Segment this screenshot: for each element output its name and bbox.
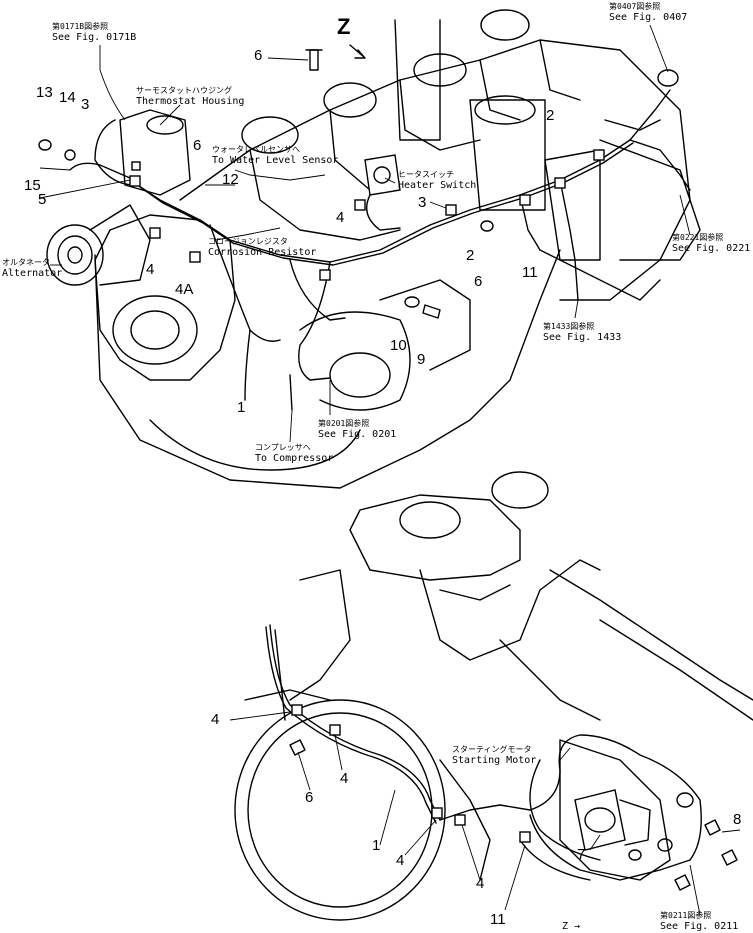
view-arrow (349, 44, 366, 59)
part-number: 4 (336, 209, 345, 226)
compressor-jp: コンプレッサへ (255, 443, 311, 452)
thermostat-housing-jp: サーモスタットハウジング (136, 86, 232, 95)
part-number: 6 (474, 273, 483, 290)
part-number: 13 (36, 84, 53, 101)
ref-0221-en: See Fig. 0221 (672, 243, 751, 254)
view-label-z-bottom: Z → (562, 921, 581, 932)
ref-0211-jp: 第0211図参照 (660, 911, 712, 920)
part-number: 1 (237, 399, 246, 416)
ref-0171b-jp: 第0171B図参照 (52, 22, 109, 31)
upper-leaders (39, 24, 691, 443)
part-number: 5 (38, 191, 47, 208)
corrosion-resistor-en: Corrosion Resistor (208, 247, 317, 258)
part-number: 8 (733, 811, 742, 828)
ref-0171b-en: See Fig. 0171B (52, 32, 137, 43)
ref-0221-jp: 第0221図参照 (672, 233, 724, 242)
lower-leaders (229, 711, 741, 916)
ref-0407-jp: 第0407図参照 (609, 2, 661, 11)
alternator-en: Alternator (2, 268, 63, 279)
part-number: 4 (146, 261, 155, 278)
heater-switch-en: Heater Switch (398, 180, 477, 191)
thermostat-housing-en: Thermostat Housing (136, 96, 245, 107)
ref-0201-jp: 第0201図参照 (318, 419, 370, 428)
part-number: 3 (81, 96, 90, 113)
part-number: 2 (546, 107, 555, 124)
part-number: 4 (396, 852, 405, 869)
part-number: 11 (490, 911, 506, 928)
part-number: 15 (24, 177, 41, 194)
part-number: 4 (211, 711, 220, 728)
ref-1433-jp: 第1433図参照 (543, 322, 595, 331)
part-number: 1 (372, 837, 381, 854)
part-number: 2 (466, 247, 475, 264)
part-number: 3 (418, 194, 427, 211)
view-label-z: Z (337, 14, 351, 39)
part-number: 6 (305, 789, 314, 806)
corrosion-resistor-jp: コロージョンレジスタ (208, 237, 288, 246)
part-number: 4 (340, 770, 349, 787)
starting-motor-jp: スターティングモータ (452, 745, 532, 754)
ref-1433-en: See Fig. 1433 (543, 332, 622, 343)
part-number: 7 (577, 846, 586, 863)
ref-0211-en: See Fig. 0211 (660, 921, 739, 932)
water-level-sensor-en: To Water Level Sensor (212, 155, 339, 166)
ref-0407-en: See Fig. 0407 (609, 12, 688, 23)
ref-0201-en: See Fig. 0201 (318, 429, 397, 440)
part-number: 4A (175, 281, 194, 298)
part-number: 9 (417, 351, 426, 368)
compressor-en: To Compressor (255, 453, 334, 464)
part-number: 6 (193, 137, 202, 154)
part-number: 6 (254, 47, 263, 64)
lower-engine-outline (234, 471, 753, 921)
water-level-sensor-jp: ウォータレベルセンサへ (212, 145, 300, 154)
part-number: 11 (522, 264, 538, 281)
part-number: 10 (390, 337, 407, 354)
part-number: 14 (59, 89, 76, 106)
upper-engine-outline (38, 9, 701, 489)
heater-switch-jp: ヒータスイッチ (398, 170, 454, 179)
part-number: 4 (476, 875, 485, 892)
alternator-jp: オルタネータ (2, 258, 50, 267)
starting-motor-en: Starting Motor (452, 755, 537, 766)
part-number: 12 (222, 171, 239, 188)
